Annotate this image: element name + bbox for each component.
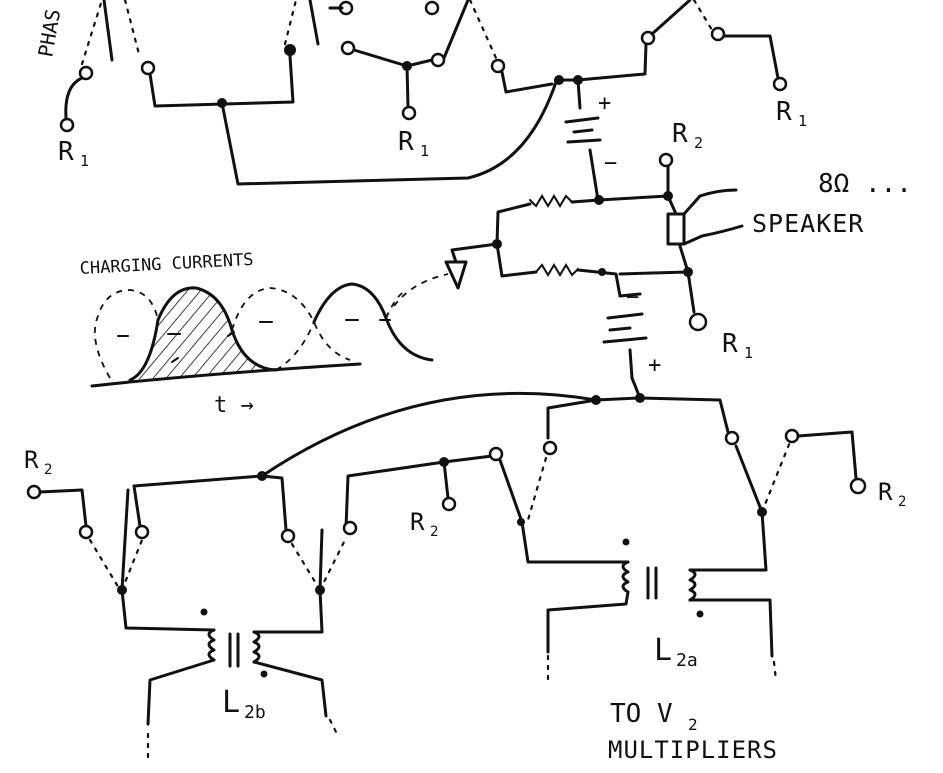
minus-lower: − — [626, 285, 639, 310]
r2-sub-mid: 2 — [430, 524, 438, 540]
top-switch-network — [59, 0, 788, 186]
r1-sub-mid: 1 — [420, 142, 429, 160]
charging-currents-graph — [90, 282, 434, 388]
bottom-switch-network — [26, 391, 867, 595]
l2b-label: L — [222, 685, 240, 720]
r2-sub-right: 2 — [898, 494, 906, 510]
l2a-sub: 2a — [676, 650, 698, 671]
plus-lower: + — [648, 353, 661, 378]
transformer-l2a — [546, 538, 778, 684]
multipliers-label: MULTIPLIERS — [608, 736, 778, 764]
speaker-label: SPEAKER — [752, 209, 864, 238]
time-axis-label: t → — [214, 393, 254, 418]
r1-label-left: R — [58, 137, 74, 167]
phase-label: PHAS — [33, 7, 65, 59]
r2-sub-speaker: 2 — [694, 134, 703, 152]
speaker-icon — [666, 212, 686, 246]
terminal-r1-speaker — [688, 312, 708, 332]
r1-sub-left: 1 — [80, 152, 89, 170]
r1-label-right: R — [776, 97, 792, 127]
terminal-r2-right — [849, 477, 867, 495]
labels: PHAS R 1 R 1 R 1 R 1 R 2 R 2 R 2 R 2 8Ω … — [24, 7, 912, 764]
r2-label-left: R — [24, 446, 39, 474]
terminal-r2-mid — [441, 496, 457, 512]
terminal-r2-speaker — [658, 152, 674, 168]
minus-top: − — [604, 151, 617, 176]
battery-top — [564, 78, 602, 202]
r2-sub-left: 2 — [44, 462, 52, 478]
l2b-sub: 2b — [244, 702, 266, 723]
charging-currents-label: CHARGING CURRENTS — [79, 250, 254, 279]
terminal-r1-right — [772, 76, 788, 92]
terminal-r1-left — [59, 117, 75, 133]
r2-label-mid: R — [410, 508, 425, 536]
to-v2-sub: 2 — [688, 715, 698, 734]
r1-sub-right: 1 — [798, 112, 807, 130]
speaker-network — [393, 152, 744, 332]
transformer-l2b — [120, 588, 338, 764]
l2a-label: L — [654, 633, 672, 668]
r2-label-speaker: R — [672, 119, 688, 149]
speaker-impedance: 8Ω ... — [818, 169, 912, 199]
r1-label-speaker: R — [722, 329, 738, 359]
plus-top: + — [598, 91, 611, 116]
r2-label-right: R — [878, 478, 893, 506]
terminal-r1-mid — [401, 105, 417, 121]
to-v2-label: TO V — [610, 699, 673, 729]
r1-label-mid: R — [398, 127, 414, 157]
terminal — [78, 65, 94, 81]
r1-sub-speaker: 1 — [744, 344, 753, 362]
terminal-r2-left — [26, 484, 42, 500]
battery-lower — [602, 292, 648, 400]
